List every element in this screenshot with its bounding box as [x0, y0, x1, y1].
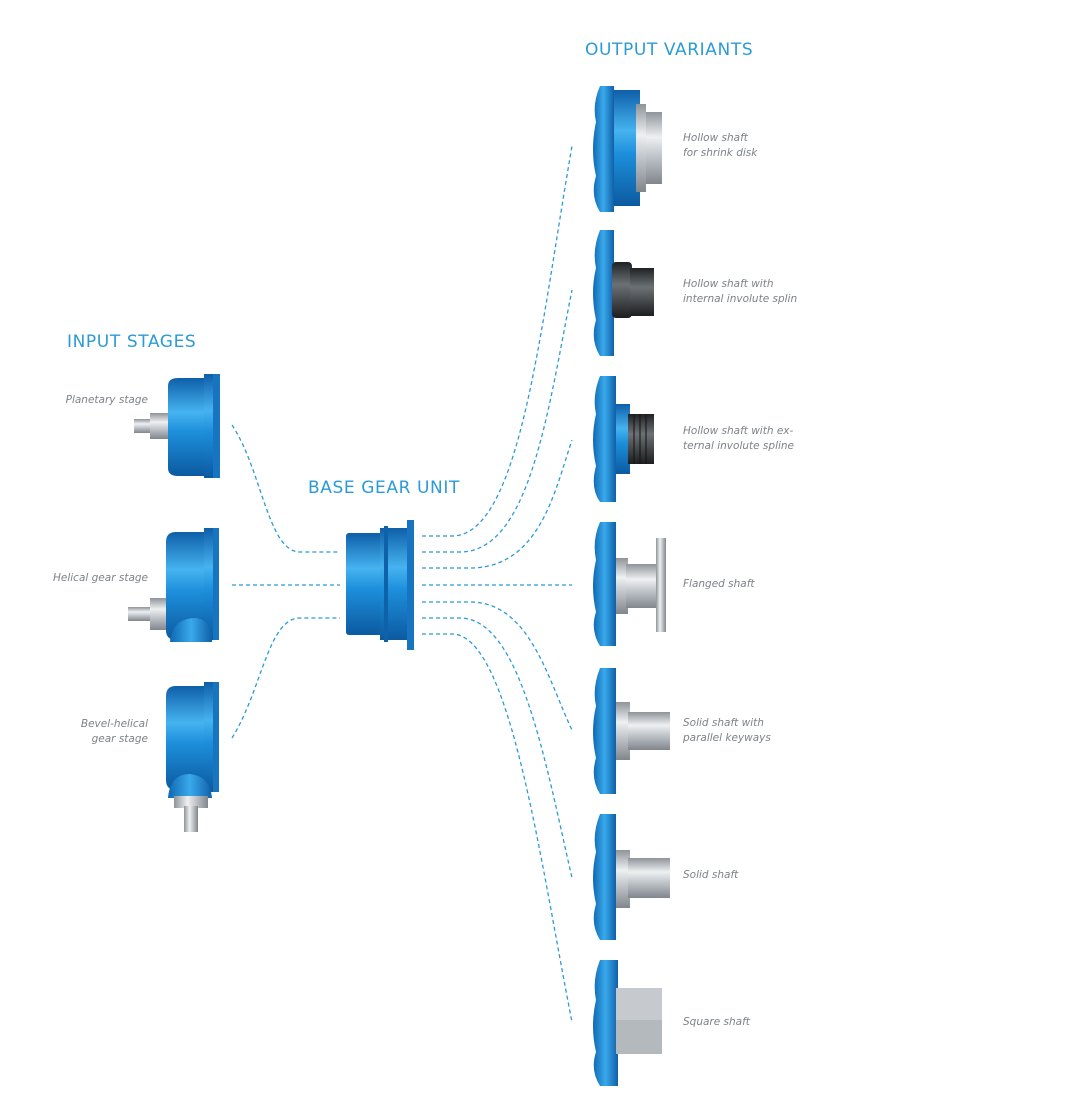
output-label-solid-shaft: Solid shaft: [683, 869, 739, 881]
output-variant-7-drawing: [593, 960, 662, 1086]
base-gear-unit-drawing: [346, 520, 414, 650]
output-variant-1-drawing: [593, 86, 662, 212]
bevel-helical-stage-drawing: [166, 682, 219, 832]
input-label-bevel-helical: Bevel-helical gear stage: [80, 718, 148, 745]
output-label-flanged-shaft: Flanged shaft: [683, 578, 755, 590]
output-variants-heading: OUTPUT VARIANTS: [585, 40, 754, 60]
connector-out-2: [422, 289, 573, 553]
planetary-stage-drawing: [134, 374, 220, 478]
output-variant-3-drawing: [593, 376, 654, 502]
output-label-solid-keyways: Solid shaft with parallel keyways: [683, 717, 771, 744]
input-label-helical: Helical gear stage: [52, 572, 148, 584]
connector-out-7: [422, 633, 573, 1023]
connector-out-6: [422, 617, 573, 879]
output-label-square-shaft: Square shaft: [683, 1016, 750, 1028]
helical-stage-drawing: [128, 528, 219, 642]
input-stages-heading: INPUT STAGES: [67, 332, 197, 352]
output-variant-6-drawing: [593, 814, 670, 940]
output-label-hollow-internal-spline: Hollow shaft with internal involute spli…: [683, 278, 798, 305]
connector-planetary: [231, 424, 340, 553]
connector-out-5: [422, 601, 573, 731]
connector-bevel: [231, 617, 340, 739]
connector-out-1: [422, 145, 573, 537]
output-label-hollow-shrink-disk: Hollow shaft for shrink disk: [683, 132, 758, 159]
connector-out-3: [422, 439, 573, 569]
output-variant-2-drawing: [593, 230, 654, 356]
base-gear-unit-heading: BASE GEAR UNIT: [308, 478, 460, 498]
input-label-planetary: Planetary stage: [65, 394, 148, 406]
output-label-hollow-external-spline: Hollow shaft with ex- ternal involute sp…: [683, 425, 795, 452]
output-variant-5-drawing: [593, 668, 670, 794]
output-variant-4-drawing: [593, 522, 666, 646]
connector-lines: [231, 145, 573, 1023]
